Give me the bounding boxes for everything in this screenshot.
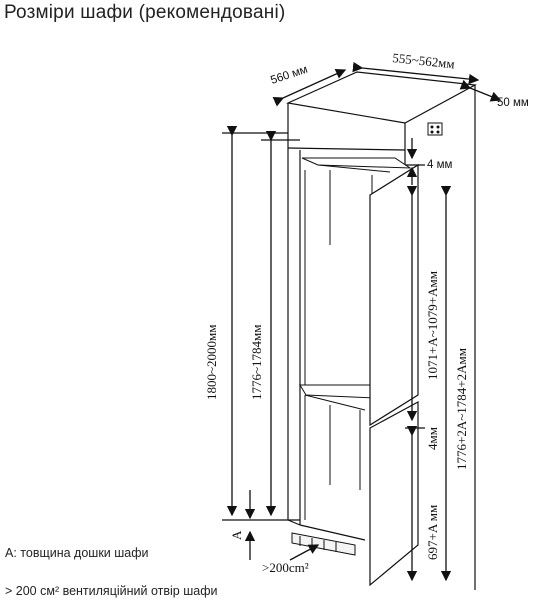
a-marker-label: A bbox=[229, 530, 244, 540]
note-a-thickness: A: товщина дошки шафи bbox=[5, 546, 149, 560]
depth-label: 560 мм bbox=[269, 64, 309, 87]
total-door-label: 1776+2A~1784+2Aмм bbox=[454, 348, 469, 470]
fridge-doors bbox=[369, 163, 419, 587]
cabinet-body bbox=[287, 148, 406, 541]
inner-height-label: 1776~1784мм bbox=[249, 325, 264, 401]
vent-grille bbox=[291, 532, 356, 556]
lower-door-label: 697+A мм bbox=[425, 505, 440, 560]
side-gap-label: 50 мм bbox=[497, 97, 529, 109]
vent-area-label: >200cm² bbox=[262, 560, 309, 575]
niche-height-label: 1800~2000мм bbox=[204, 325, 219, 401]
width-label: 555~562мм bbox=[392, 50, 456, 71]
power-socket-icon bbox=[427, 122, 443, 136]
middle-gap-label: 4мм bbox=[425, 427, 440, 450]
top-gap-label: 4 мм bbox=[427, 159, 452, 171]
fridge-lower-compartment bbox=[299, 384, 376, 520]
upper-door-label: 1071+A~1079+Aмм bbox=[425, 271, 440, 380]
page-title: Розміри шафи (рекомендовані) bbox=[4, 2, 286, 23]
note-vent-area: > 200 см² вентиляційний отвір шафи bbox=[5, 584, 218, 598]
dimension-lines bbox=[222, 61, 502, 582]
